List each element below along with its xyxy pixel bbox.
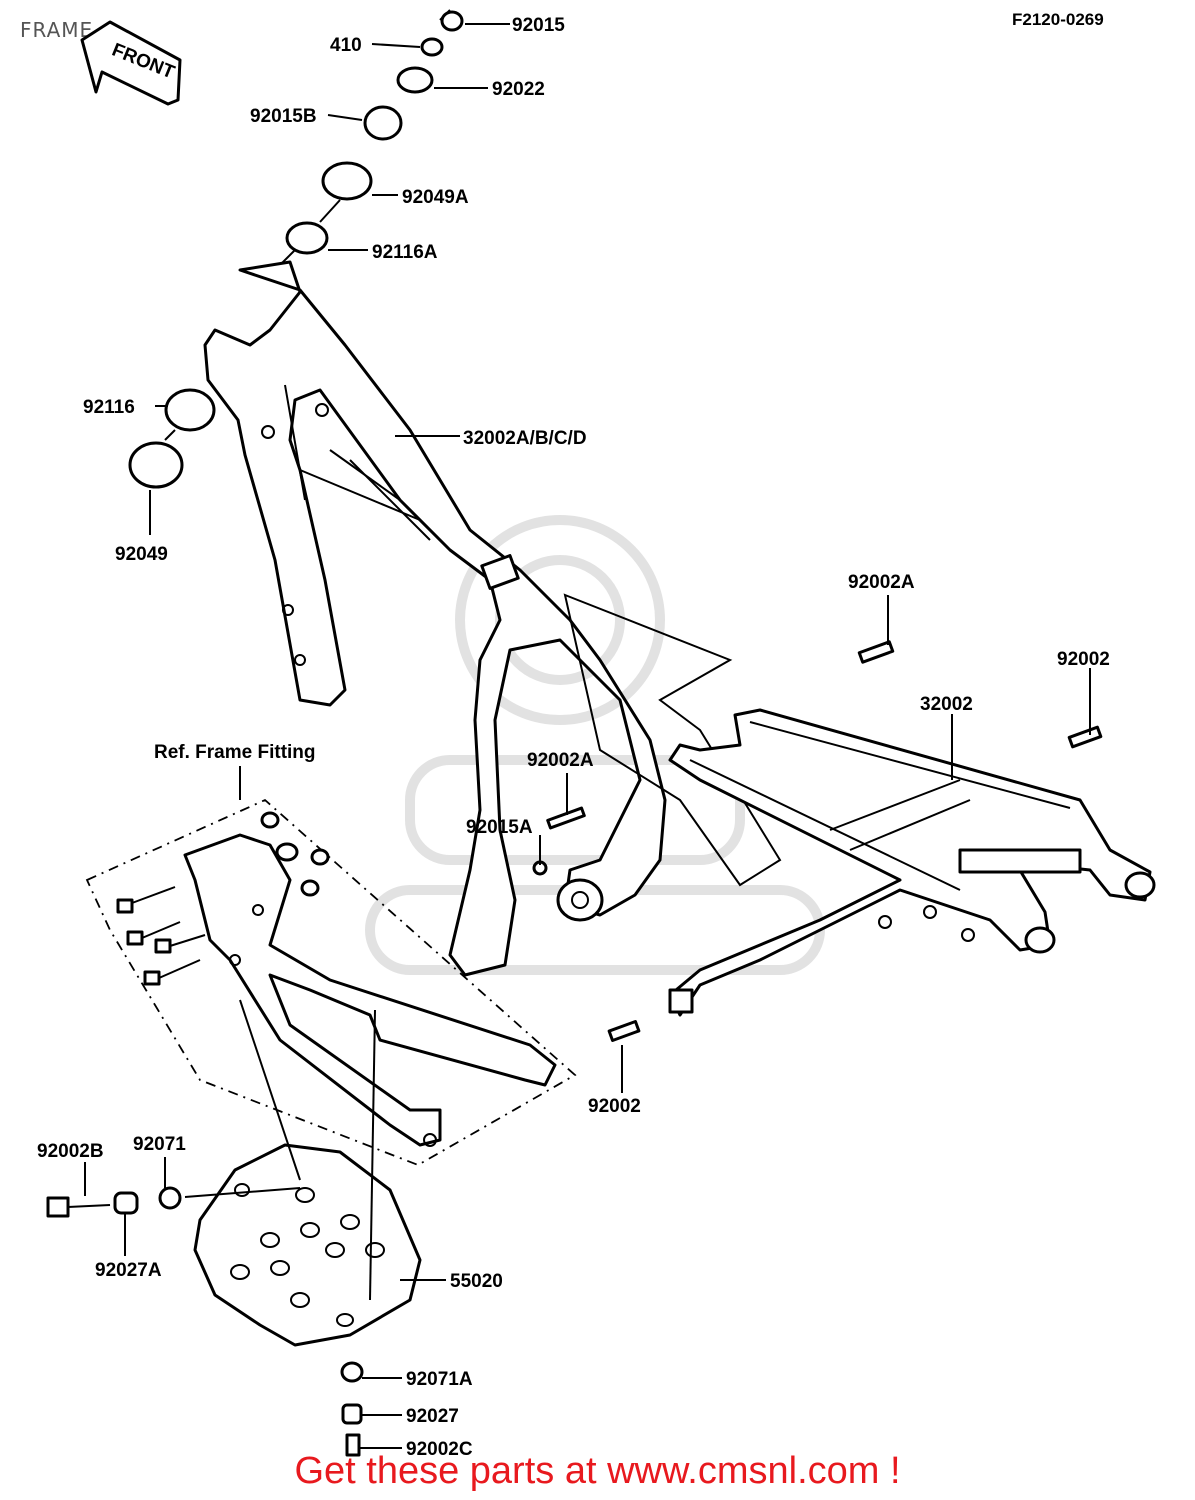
- ref-frame-fitting-label: Ref. Frame Fitting: [154, 742, 316, 763]
- footer-link[interactable]: Get these parts at www.cmsnl.com !: [294, 1450, 901, 1492]
- main-frame: [203, 260, 782, 977]
- front-arrow-icon: FRONT: [80, 20, 182, 106]
- diagram-title: FRAME: [20, 18, 94, 42]
- leader-lines: [84, 23, 1091, 1449]
- part-label-92116a[interactable]: 92116A: [372, 242, 438, 263]
- part-label-410[interactable]: 410: [330, 35, 362, 56]
- part-label-32002abcd[interactable]: 32002A/B/C/D: [463, 428, 587, 449]
- part-label-92116[interactable]: 92116: [83, 397, 135, 418]
- part-label-92027a[interactable]: 92027A: [95, 1260, 162, 1281]
- skid-plate: [184, 999, 422, 1347]
- rear-frame: [668, 708, 1156, 1017]
- part-label-92002c[interactable]: 92002C: [406, 1439, 473, 1460]
- footer-banner: Get these parts at www.cmsnl.com !: [0, 1450, 1195, 1493]
- part-label-92002-rear[interactable]: 92002: [1057, 649, 1110, 670]
- part-label-92027[interactable]: 92027: [406, 1406, 459, 1427]
- part-label-92002a-rear[interactable]: 92002A: [848, 572, 915, 593]
- part-label-92002a-front[interactable]: 92002A: [527, 750, 594, 771]
- part-label-92002-bottom[interactable]: 92002: [588, 1096, 641, 1117]
- part-label-32002[interactable]: 32002: [920, 694, 973, 715]
- part-label-55020[interactable]: 55020: [450, 1271, 503, 1292]
- part-label-92015[interactable]: 92015: [512, 15, 565, 36]
- part-label-92022[interactable]: 92022: [492, 79, 545, 100]
- bolts: [532, 640, 1103, 1042]
- skid-hardware: [46, 1186, 364, 1457]
- part-label-92015b[interactable]: 92015B: [250, 106, 317, 127]
- diagram-code: F2120-0269: [1012, 10, 1104, 29]
- part-label-92071a[interactable]: 92071A: [406, 1369, 473, 1390]
- part-label-92071[interactable]: 92071: [133, 1134, 186, 1155]
- part-label-92002b[interactable]: 92002B: [37, 1141, 104, 1162]
- ref-frame-fitting: [85, 798, 577, 1166]
- steering-parts: [128, 9, 464, 489]
- part-label-92015a[interactable]: 92015A: [466, 817, 533, 838]
- part-label-92049a[interactable]: 92049A: [402, 187, 469, 208]
- part-label-92049[interactable]: 92049: [115, 544, 168, 565]
